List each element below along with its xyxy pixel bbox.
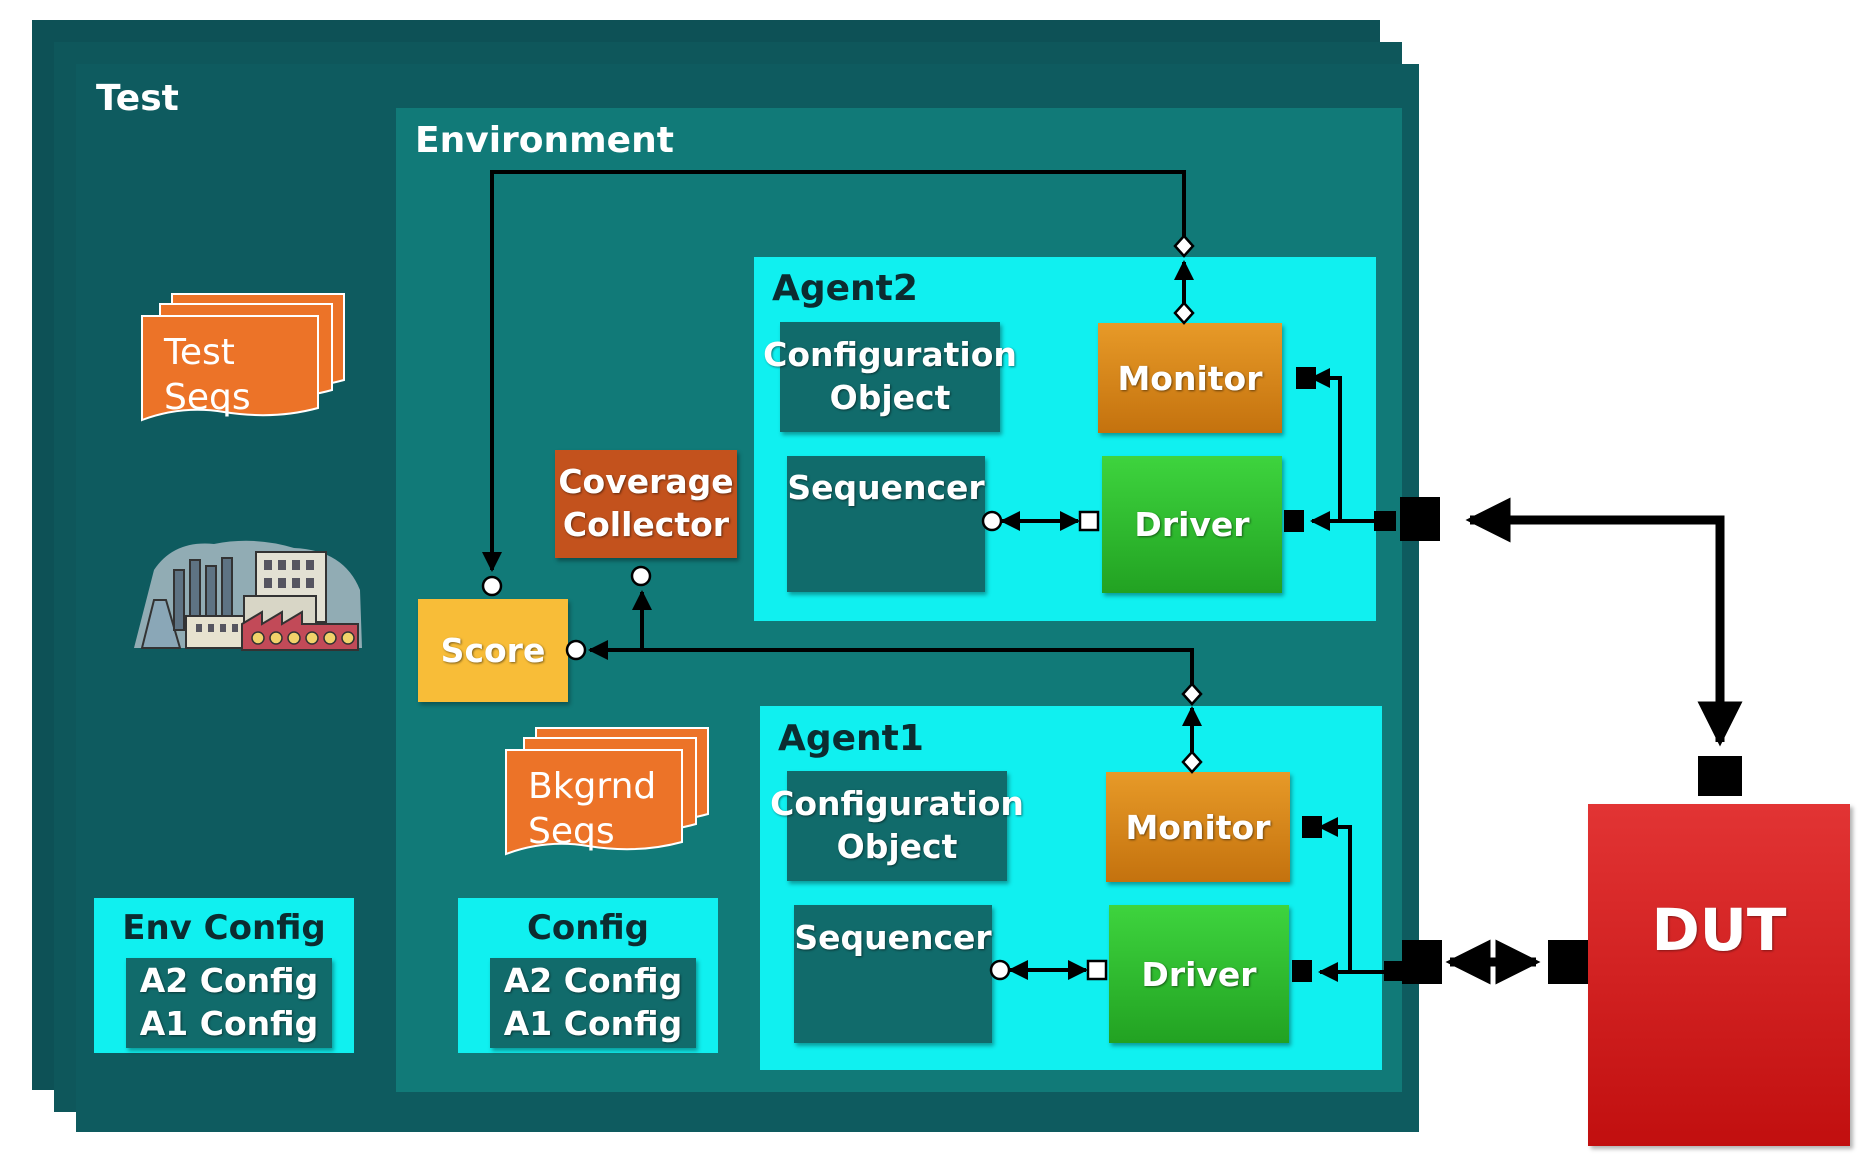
env-config-a2: A2 Config xyxy=(139,961,319,1001)
env-config-title: Env Config xyxy=(122,908,326,948)
bkgrnd-seqs-label: Bkgrnd Seqs xyxy=(528,764,656,854)
test-seqs-icon xyxy=(141,293,345,422)
agent1-monitor-label: Monitor xyxy=(1125,807,1271,847)
agent2-driver-label: Driver xyxy=(1134,505,1250,544)
agent1-config-line1: Configuration xyxy=(770,784,1024,824)
coverage-line1: Coverage xyxy=(558,462,734,502)
agent1-monitor[interactable]: Monitor xyxy=(1106,772,1290,882)
scoreboard[interactable]: Score xyxy=(418,599,568,702)
agent1-config-line2: Object xyxy=(836,827,958,866)
config-a1: A1 Config xyxy=(503,1004,683,1043)
config-title: Config xyxy=(526,908,650,948)
agent2-sequencer-label: Sequencer xyxy=(787,468,985,507)
agent1-sequencer[interactable] xyxy=(794,905,992,1043)
agent2-config-line1: Configuration xyxy=(763,335,1017,375)
agent2-monitor[interactable]: Monitor xyxy=(1098,323,1282,433)
score-label: Score xyxy=(440,631,546,670)
bkgrnd-seqs-icon xyxy=(505,727,709,856)
agent2-sequencer[interactable] xyxy=(787,456,985,592)
agent2-dut-bus xyxy=(1465,497,1743,747)
test-seqs-label: Test Seqs xyxy=(164,330,251,420)
test-seqs-line2: Seqs xyxy=(164,377,251,418)
agent2-config-line2: Object xyxy=(829,378,951,417)
environment-title: Environment xyxy=(415,120,674,161)
agent2-configuration-object: Configuration Object xyxy=(763,322,1017,432)
agent1-configuration-object: Configuration Object xyxy=(770,771,1024,881)
test-seqs-line1: Test xyxy=(164,332,235,373)
agent1-title: Agent1 xyxy=(778,718,924,759)
factory-icon xyxy=(134,540,362,651)
env-config-items: A2 Config A1 Config xyxy=(126,958,332,1048)
agent2-monitor-label: Monitor xyxy=(1117,358,1263,398)
agent1-driver[interactable]: Driver xyxy=(1109,905,1289,1043)
agent2-title: Agent2 xyxy=(772,268,918,309)
agent1-analysis-line xyxy=(588,640,1194,692)
agent1-driver-label: Driver xyxy=(1141,954,1257,994)
config-a2: A2 Config xyxy=(503,961,683,1001)
agent2-driver[interactable]: Driver xyxy=(1102,456,1282,593)
coverage-collector[interactable]: Coverage Collector xyxy=(555,450,737,558)
bkgrnd-seqs-line2: Seqs xyxy=(528,811,615,852)
dut-block[interactable] xyxy=(1588,804,1850,1146)
agent1-sequencer-label: Sequencer xyxy=(794,918,992,957)
config-items: A2 Config A1 Config xyxy=(490,958,696,1048)
test-title: Test xyxy=(96,78,179,119)
bkgrnd-seqs-line1: Bkgrnd xyxy=(528,766,657,807)
coverage-line2: Collector xyxy=(562,505,730,544)
dut-label: DUT xyxy=(1651,896,1787,964)
agent2-analysis-line xyxy=(482,170,1186,572)
env-config-a1: A1 Config xyxy=(139,1004,319,1043)
